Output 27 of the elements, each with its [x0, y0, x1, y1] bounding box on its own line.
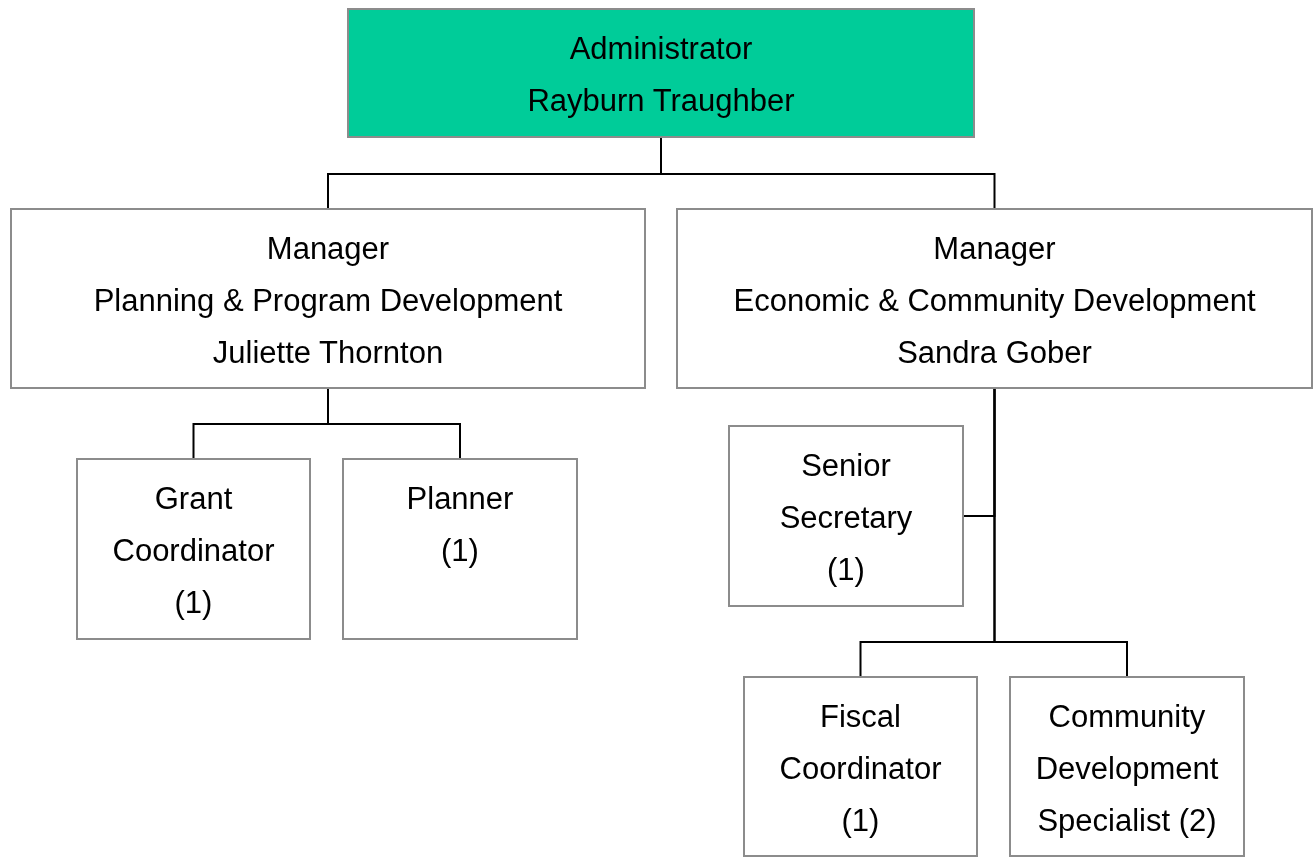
position-box	[10, 208, 646, 389]
position-text: Juliette Thornton	[212, 334, 444, 372]
position-box	[1009, 676, 1245, 857]
position-box	[676, 208, 1313, 389]
position-text: (1)	[827, 551, 865, 589]
position-title: Grant Coordinator	[111, 480, 276, 570]
position-title: Fiscal Coordinator	[778, 698, 943, 788]
connector-line	[993, 388, 1128, 677]
position-text: Sandra Gober	[897, 334, 1092, 372]
position-title: Planner	[406, 480, 514, 518]
position-title: Manager	[933, 230, 1056, 268]
position-box	[743, 676, 978, 857]
position-title: Community Development Specialist (2)	[1034, 698, 1220, 840]
position-text: Planning & Program Development	[93, 282, 563, 320]
position-box	[342, 458, 578, 640]
top-position-box	[347, 8, 975, 138]
position-title: Senior Secretary	[778, 447, 914, 537]
position-text: Economic & Community Development	[733, 282, 1256, 320]
position-text: (1)	[174, 584, 213, 622]
position-box	[76, 458, 311, 640]
position-title: Administrator	[569, 30, 753, 68]
position-box	[728, 425, 964, 607]
position-text: (1)	[441, 532, 479, 570]
position-text: Rayburn Traughber	[527, 82, 795, 120]
connector-line	[327, 388, 461, 459]
position-title: Manager	[266, 230, 390, 268]
position-text: (1)	[841, 802, 880, 840]
